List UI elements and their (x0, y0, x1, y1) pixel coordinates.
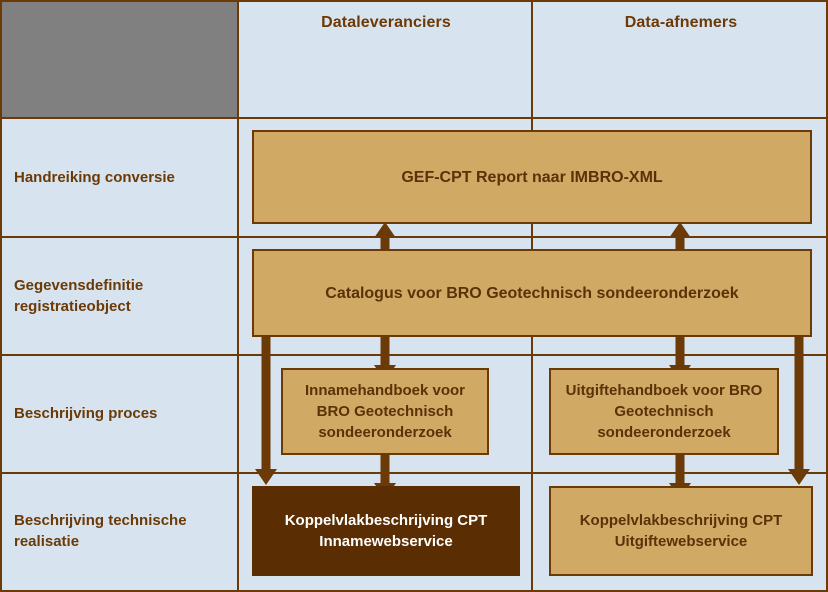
grid-row-divider-2 (0, 236, 828, 238)
box-catalogus-label: Catalogus voor BRO Geotechnisch sondeero… (325, 284, 739, 302)
row-label-beschrijving-technische-realisatie: Beschrijving technische realisatie (14, 512, 187, 550)
row-label-handreiking-conversie: Handreiking conversie (14, 169, 175, 186)
box-gef-cpt-report[interactable]: GEF-CPT Report naar IMBRO-XML (252, 130, 812, 224)
row-label-gegevensdefinitie-registratieobject: Gegevensdefinitie registratieobject (14, 277, 144, 315)
grid-column-divider-left (237, 0, 239, 592)
box-koppelvlak-uitgifte-label: Koppelvlakbeschrijving CPT Uitgiftewebse… (579, 512, 783, 550)
grid-bottom-border (0, 590, 828, 592)
grid-top-border (0, 0, 828, 2)
corner-block (0, 0, 237, 117)
grid-row-divider-1 (0, 117, 828, 119)
column-header-data-afnemers: Data-afnemers (624, 14, 738, 31)
box-uitgiftehandboek-label: Uitgiftehandboek voor BRO Geotechnisch s… (565, 382, 763, 441)
grid-right-border (826, 0, 828, 592)
grid-left-border (0, 0, 2, 592)
box-koppelvlak-uitgifte[interactable]: Koppelvlakbeschrijving CPT Uitgiftewebse… (549, 486, 813, 576)
box-uitgiftehandboek[interactable]: Uitgiftehandboek voor BRO Geotechnisch s… (549, 368, 779, 455)
box-koppelvlak-inname[interactable]: Koppelvlakbeschrijving CPT Innamewebserv… (252, 486, 520, 576)
box-koppelvlak-inname-label: Koppelvlakbeschrijving CPT Innamewebserv… (284, 512, 488, 550)
grid-row-divider-4 (0, 472, 828, 474)
box-gef-cpt-report-label: GEF-CPT Report naar IMBRO-XML (401, 168, 663, 186)
grid-row-divider-3 (0, 354, 828, 356)
box-innamehandboek[interactable]: Innamehandboek voor BRO Geotechnisch son… (281, 368, 489, 455)
row-label-beschrijving-proces: Beschrijving proces (14, 405, 158, 422)
box-innamehandboek-label: Innamehandboek voor BRO Geotechnisch son… (304, 382, 466, 441)
column-header-dataleveranciers: Dataleveranciers (321, 14, 451, 31)
box-catalogus[interactable]: Catalogus voor BRO Geotechnisch sondeero… (252, 249, 812, 337)
